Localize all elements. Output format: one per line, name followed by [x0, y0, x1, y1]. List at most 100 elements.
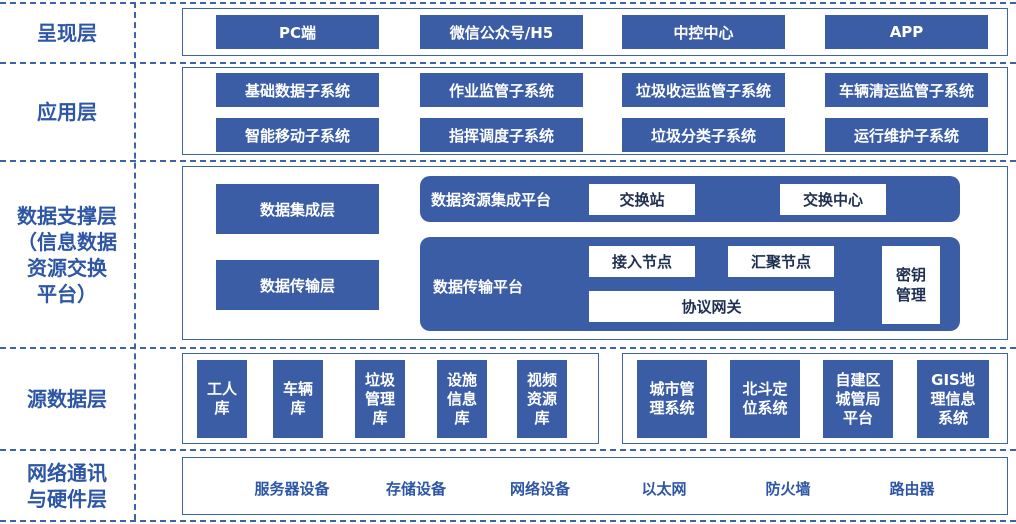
support-label-line-1: 数据支撑层 [17, 203, 117, 228]
app-item-label: 作业监管子系统 [448, 81, 554, 100]
presentation-item-control-center[interactable]: 中控中心 [622, 15, 785, 49]
source-item-line: 库 [290, 399, 306, 417]
exchange-center-box[interactable]: 交换中心 [780, 184, 886, 215]
application-layer-label: 应用层 [0, 64, 134, 160]
aggregation-node-box[interactable]: 汇聚节点 [728, 246, 834, 277]
source-item-line: 视频 [526, 370, 557, 389]
source-item-garbage-db[interactable]: 垃圾 管理 库 [355, 360, 405, 438]
app-item-basic-data[interactable]: 基础数据子系统 [216, 73, 379, 107]
network-label-line-2: 与硬件层 [27, 486, 107, 511]
presentation-item-wechat[interactable]: 微信公众号/H5 [420, 15, 583, 49]
source-layer-label: 源数据层 [0, 349, 134, 449]
source-item-line: 城管局 [835, 389, 881, 408]
source-item-line: GIS地 [931, 370, 975, 389]
presentation-item-label: APP [889, 23, 924, 41]
source-item-line: 库 [214, 399, 230, 417]
protocol-gateway-box[interactable]: 协议网关 [589, 291, 834, 322]
source-item-line: 信息 [446, 389, 477, 408]
source-item-line: 城市管 [649, 380, 695, 398]
presentation-item-label: 中控中心 [673, 23, 734, 42]
separator-2 [0, 160, 1016, 162]
key-management-line-1: 密钥 [895, 266, 926, 284]
source-item-line: 系统 [937, 408, 968, 427]
data-transmission-layer-box[interactable]: 数据传输层 [216, 260, 379, 310]
access-node-box[interactable]: 接入节点 [589, 246, 695, 277]
network-item-firewall: 防火墙 [765, 480, 811, 498]
source-item-line: 管理 [364, 389, 395, 408]
source-item-line: 自建区 [835, 370, 881, 389]
app-item-label: 垃圾分类子系统 [650, 126, 756, 145]
presentation-item-label: PC端 [278, 23, 316, 42]
network-item-router: 路由器 [889, 480, 935, 498]
network-layer-frame [182, 457, 1008, 515]
network-label-line-1: 网络通讯 [27, 460, 107, 485]
key-management-line-2: 管理 [895, 286, 926, 304]
app-item-label: 垃圾收运监管子系统 [635, 81, 771, 100]
app-item-smart-mobile[interactable]: 智能移动子系统 [216, 118, 379, 152]
source-item-line: 设施 [446, 370, 477, 389]
aggregation-node-label: 汇聚节点 [750, 253, 811, 271]
separator-4 [0, 449, 1016, 451]
source-layer-label-text: 源数据层 [27, 387, 107, 411]
data-transmission-layer-label: 数据传输层 [259, 276, 335, 295]
data-integration-layer-box[interactable]: 数据集成层 [216, 184, 379, 234]
support-label-line-2: （信息数据 [17, 229, 117, 254]
label-column-divider [134, 2, 136, 520]
exchange-center-label: 交换中心 [802, 191, 863, 209]
exchange-station-label: 交换站 [619, 191, 665, 209]
network-layer-label: 网络通讯 与硬件层 [0, 451, 134, 520]
app-item-label: 车辆清运监管子系统 [838, 81, 974, 100]
support-layer-label: 数据支撑层 （信息数据 资源交换 平台） [0, 162, 134, 347]
data-integration-layer-label: 数据集成层 [259, 200, 335, 219]
network-item-ethernet: 以太网 [641, 480, 687, 498]
access-node-label: 接入节点 [611, 253, 672, 271]
app-item-label: 运行维护子系统 [853, 126, 959, 145]
source-item-line: 库 [534, 408, 550, 427]
separator-1 [0, 62, 1016, 64]
presentation-layer-label: 呈现层 [0, 4, 134, 62]
presentation-item-label: 微信公众号/H5 [449, 23, 554, 42]
app-item-operation-supervision[interactable]: 作业监管子系统 [420, 73, 583, 107]
protocol-gateway-label: 协议网关 [681, 298, 742, 316]
source-item-worker-db[interactable]: 工人 库 [197, 360, 247, 438]
source-item-facility-db[interactable]: 设施 信息 库 [437, 360, 487, 438]
source-item-line: 车辆 [282, 380, 313, 398]
data-transmission-platform-title: 数据传输平台 [433, 278, 524, 296]
source-item-line: 理信息 [930, 389, 976, 408]
source-item-video-db[interactable]: 视频 资源 库 [517, 360, 567, 438]
source-item-line: 库 [454, 408, 470, 427]
app-item-label: 指挥调度子系统 [448, 126, 554, 145]
source-item-line: 垃圾 [364, 370, 395, 389]
presentation-item-app[interactable]: APP [825, 15, 988, 49]
source-item-vehicle-db[interactable]: 车辆 库 [273, 360, 323, 438]
source-item-line: 工人 [206, 380, 237, 398]
source-item-city-management[interactable]: 城市管 理系统 [637, 360, 707, 438]
key-management-box[interactable]: 密钥 管理 [882, 246, 940, 324]
source-item-line: 资源 [526, 389, 557, 408]
exchange-station-box[interactable]: 交换站 [589, 184, 695, 215]
app-item-garbage-sorting[interactable]: 垃圾分类子系统 [622, 118, 785, 152]
app-item-garbage-collection[interactable]: 垃圾收运监管子系统 [622, 73, 785, 107]
support-label-line-3: 资源交换 [27, 255, 107, 280]
source-item-line: 平台 [842, 408, 873, 427]
network-item-storage: 存储设备 [385, 480, 447, 498]
data-integration-platform-title: 数据资源集成平台 [431, 191, 552, 209]
app-item-vehicle-cleaning[interactable]: 车辆清运监管子系统 [825, 73, 988, 107]
application-layer-label-text: 应用层 [37, 100, 97, 124]
source-item-line: 理系统 [649, 399, 695, 417]
source-item-self-built-platform[interactable]: 自建区 城管局 平台 [823, 360, 893, 438]
app-item-operation-maintenance[interactable]: 运行维护子系统 [825, 118, 988, 152]
app-item-command-dispatch[interactable]: 指挥调度子系统 [420, 118, 583, 152]
network-item-server: 服务器设备 [254, 480, 330, 498]
support-label-line-4: 平台） [37, 281, 97, 306]
separator-3 [0, 347, 1016, 349]
top-border [0, 2, 1016, 4]
bottom-border [0, 520, 1016, 522]
app-item-label: 基础数据子系统 [244, 81, 350, 100]
source-item-beidou[interactable]: 北斗定 位系统 [730, 360, 800, 438]
source-item-line: 位系统 [742, 399, 788, 417]
app-item-label: 智能移动子系统 [244, 126, 350, 145]
source-item-line: 北斗定 [742, 380, 788, 398]
presentation-item-pc[interactable]: PC端 [216, 15, 379, 49]
source-item-gis[interactable]: GIS地 理信息 系统 [917, 360, 989, 438]
